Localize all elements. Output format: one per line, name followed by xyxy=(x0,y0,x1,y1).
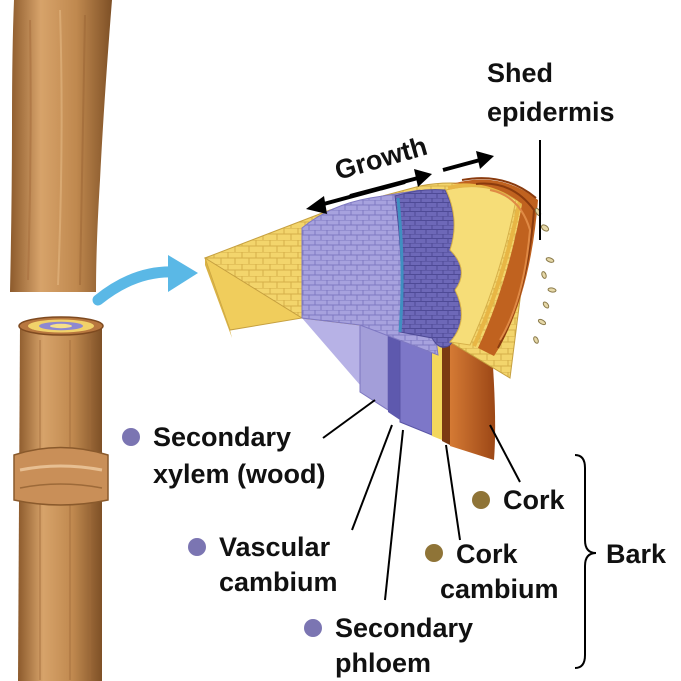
cork-cambium-label-1: Cork xyxy=(456,539,518,569)
phloem-dot xyxy=(304,619,322,637)
secondary-phloem-label-2: phloem xyxy=(335,648,431,678)
bark-brace xyxy=(575,455,596,668)
bark-label: Bark xyxy=(606,539,667,569)
upper-stem xyxy=(10,0,112,292)
cork-label: Cork xyxy=(503,485,565,515)
cork-cambium-label-2: cambium xyxy=(440,574,559,604)
vascular-cambium-dot xyxy=(188,538,206,556)
magnify-arrow xyxy=(98,255,198,300)
shed-epidermis-flakes xyxy=(533,208,557,344)
vascular-cambium-label-2: cambium xyxy=(219,567,338,597)
lower-stem xyxy=(14,317,108,681)
secondary-phloem-label-1: Secondary xyxy=(335,613,473,643)
vascular-cambium-label-1: Vascular xyxy=(219,532,331,562)
shed-epidermis-label-1: Shed xyxy=(487,58,553,88)
shed-epidermis-label-2: epidermis xyxy=(487,97,615,127)
xylem-dot xyxy=(122,428,140,446)
cork-cambium-dot xyxy=(425,544,443,562)
secondary-xylem-label-1: Secondary xyxy=(153,422,291,452)
stem-section-wedge xyxy=(205,178,538,460)
cork-dot xyxy=(472,491,490,509)
secondary-xylem-label-2: xylem (wood) xyxy=(153,459,326,489)
